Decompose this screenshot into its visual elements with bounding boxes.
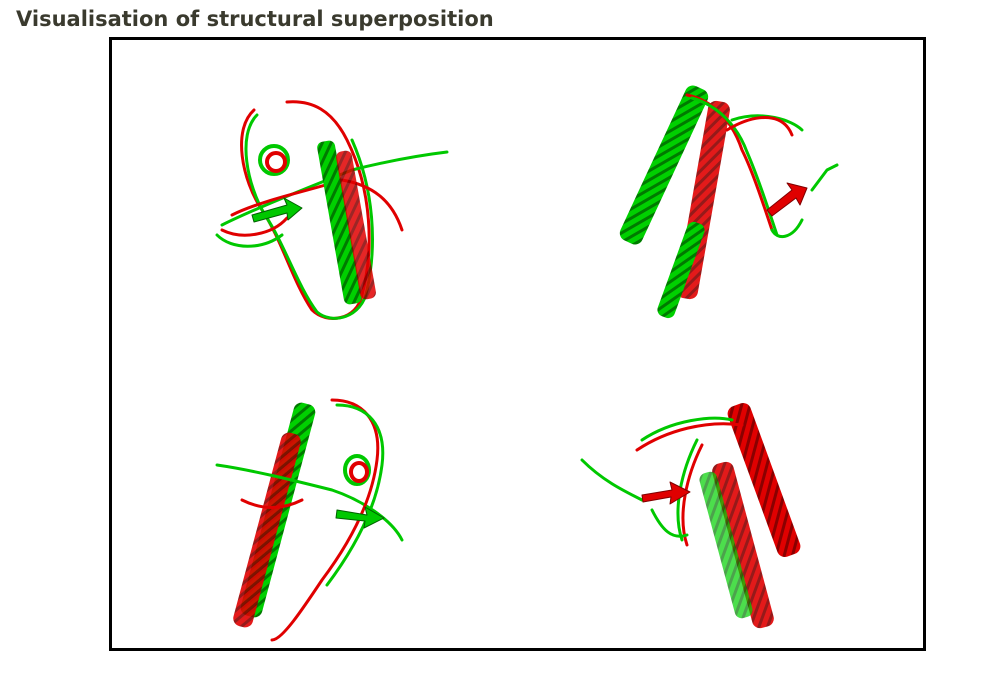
structure-view-top-right — [619, 85, 839, 319]
structure-view-bottom-left — [215, 398, 404, 642]
page-title: Visualisation of structural superpositio… — [16, 7, 494, 31]
superposition-image — [215, 85, 839, 642]
structure-view-top-left — [215, 100, 449, 320]
structure-view-bottom-right — [580, 402, 801, 629]
superposition-image-frame — [109, 37, 926, 651]
